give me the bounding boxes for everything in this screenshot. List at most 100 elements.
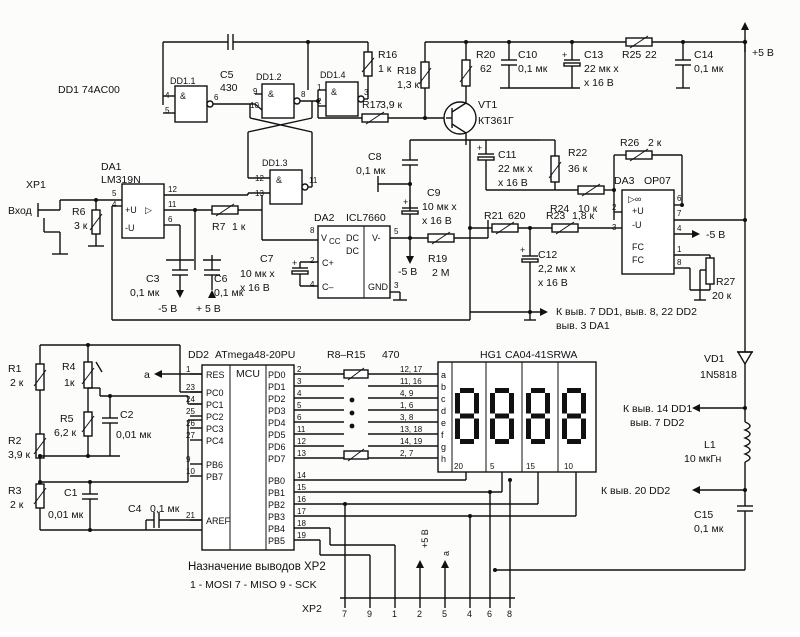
r19-resistor: R19 2 М	[410, 231, 488, 279]
mcu-pin-number: 16	[297, 495, 306, 504]
svg-text:х 16 В: х 16 В	[422, 215, 452, 227]
mcu-pin-number: 24	[186, 395, 195, 404]
mcu-pin-pd2: PD2	[268, 394, 286, 404]
segment-pin-numbers: 13, 18	[400, 425, 423, 434]
r23-resistor: R23 1,8 к	[546, 210, 614, 235]
dd14-gate: & DD1.4 1 2 3	[316, 70, 369, 117]
c5-value: 430	[220, 82, 238, 94]
c5-capacitor: C5 430	[162, 34, 309, 105]
svg-text:R24: R24	[550, 203, 569, 215]
svg-text:-U: -U	[632, 220, 642, 230]
r25-resistor: R25 22	[622, 35, 657, 61]
svg-text:0,1 мк: 0,1 мк	[694, 63, 724, 75]
svg-text:-5 В: -5 В	[158, 303, 177, 315]
vd1-diode: VD1 1N5818	[700, 351, 754, 408]
svg-text:0,1 мк: 0,1 мк	[694, 523, 724, 535]
svg-text:12: 12	[168, 185, 177, 194]
svg-text:+ 5 В: + 5 В	[196, 303, 221, 315]
svg-text:1N5818: 1N5818	[700, 369, 737, 381]
svg-text:FC: FC	[632, 242, 644, 252]
svg-text:0,01 мк: 0,01 мк	[48, 509, 84, 521]
mcu-pin-pd5: PD5	[268, 430, 286, 440]
mcu-pin-number: 6	[297, 413, 302, 422]
mcu-pin-number: 13	[297, 449, 306, 458]
xp2-pin-4: 4	[467, 609, 472, 619]
svg-text:R4: R4	[62, 361, 76, 373]
svg-text:DA3: DA3	[614, 175, 635, 187]
mcu-pin-pc4: PC4	[206, 436, 224, 446]
svg-text:К выв. 20 DD2: К выв. 20 DD2	[601, 485, 670, 497]
svg-text:R22: R22	[568, 147, 587, 159]
mcu-pin-pb7: PB7	[206, 472, 223, 482]
svg-text:1 - MOSI 7 - MISO 9 - SCK: 1 - MOSI 7 - MISO 9 - SCK	[190, 579, 317, 591]
r17-resistor: R17 3,9 к	[317, 99, 446, 125]
svg-text:2 к: 2 к	[648, 137, 662, 149]
segment-pin-numbers: 1, 6	[400, 401, 414, 410]
seven-segment-digit	[455, 388, 479, 444]
c11-capacitor: + C11 22 мк х х 16 В	[470, 139, 540, 190]
r6-resistor: R6 3 к	[72, 198, 104, 247]
svg-text:HG1: HG1	[480, 349, 502, 361]
svg-text:1,3 к: 1,3 к	[397, 79, 420, 91]
c8-capacitor: C8 0,1 мк	[356, 139, 470, 220]
svg-text:+: +	[477, 143, 482, 153]
power-notes: К выв. 14 DD1 выв. 7 DD2 К выв. 20 DD2	[601, 403, 747, 497]
c6-capacitor: C6 0,1 мк + 5 В	[194, 210, 244, 315]
svg-text:Вход: Вход	[8, 205, 32, 217]
seven-segment-digit	[562, 388, 586, 444]
segment-pin-numbers: 2, 7	[400, 449, 414, 458]
svg-text:-5 В: -5 В	[398, 266, 417, 278]
segment-pin-numbers: 3, 8	[400, 413, 414, 422]
c7-capacitor: + C7 10 мк х х 16 В	[240, 253, 318, 294]
dd12-gate: & DD1.2 9 10 8	[250, 72, 318, 119]
svg-text:22 мк х: 22 мк х	[498, 163, 533, 175]
mcu-pin-number: 26	[186, 419, 195, 428]
svg-text:R16: R16	[378, 49, 397, 61]
svg-text:R5: R5	[60, 413, 74, 425]
r7-resistor: R7 1 к	[193, 195, 263, 233]
svg-text:х 16 В: х 16 В	[538, 277, 568, 289]
svg-text:0,1 мк: 0,1 мк	[518, 63, 548, 75]
xp2-pin-5: 5	[442, 609, 447, 619]
svg-text:2,2 мк х: 2,2 мк х	[538, 263, 576, 275]
mcu-pin-res: RES	[206, 370, 225, 380]
svg-text:5: 5	[165, 106, 170, 115]
svg-text:-5 В: -5 В	[706, 229, 725, 241]
svg-text:C13: C13	[584, 49, 603, 61]
svg-text:C2: C2	[120, 409, 134, 421]
dd11-amp: &	[180, 91, 186, 101]
svg-text:+U: +U	[125, 205, 137, 215]
svg-text:ICL7660: ICL7660	[346, 212, 386, 224]
mcu-pin-number: 17	[297, 507, 306, 516]
r22-resistor: R22 36 к	[486, 139, 588, 191]
svg-text:10 мк х: 10 мк х	[240, 268, 275, 280]
mcu-pin-pc0: PC0	[206, 388, 224, 398]
dd11-gate: & DD1.1 4 5 6	[163, 76, 255, 123]
mcu-pin-pd0: PD0	[268, 370, 286, 380]
mcu-pin-pd1: PD1	[268, 382, 286, 392]
svg-text:3,9 к: 3,9 к	[8, 449, 31, 461]
pb-bus: +5 В а	[294, 472, 577, 598]
svg-text:C12: C12	[538, 249, 557, 261]
svg-text:3: 3	[364, 88, 369, 97]
r16-resistor: R16 1 к	[306, 40, 397, 99]
svg-text:1: 1	[677, 245, 682, 254]
mcu-pin-number: 27	[186, 431, 195, 440]
svg-text:3,9 к: 3,9 к	[380, 99, 403, 111]
svg-text:11: 11	[168, 200, 177, 209]
da2-converter: DA2 ICL7660 V CC DC DC V- C+ C– GND 8 2 …	[261, 210, 412, 301]
segment-letter-e: e	[441, 418, 446, 428]
svg-text:DD1.3: DD1.3	[262, 158, 288, 168]
svg-text:4: 4	[112, 200, 117, 209]
svg-text:C+: C+	[322, 258, 334, 268]
mcu-pin-pd6: PD6	[268, 442, 286, 452]
svg-text:а: а	[441, 551, 451, 556]
svg-text:выв. 7 DD2: выв. 7 DD2	[630, 417, 684, 429]
svg-text:XP1: XP1	[26, 179, 46, 191]
svg-text:FC: FC	[632, 255, 644, 265]
svg-text:К выв. 7 DD1, выв. 8, 22 DD2: К выв. 7 DD1, выв. 8, 22 DD2	[556, 306, 697, 318]
svg-text:0,01 мк: 0,01 мк	[116, 429, 152, 441]
resistor-divider-network: R1 2 к R4 1к R5 6,2 к C2 0,01 мк R2 3,9 …	[8, 343, 202, 532]
